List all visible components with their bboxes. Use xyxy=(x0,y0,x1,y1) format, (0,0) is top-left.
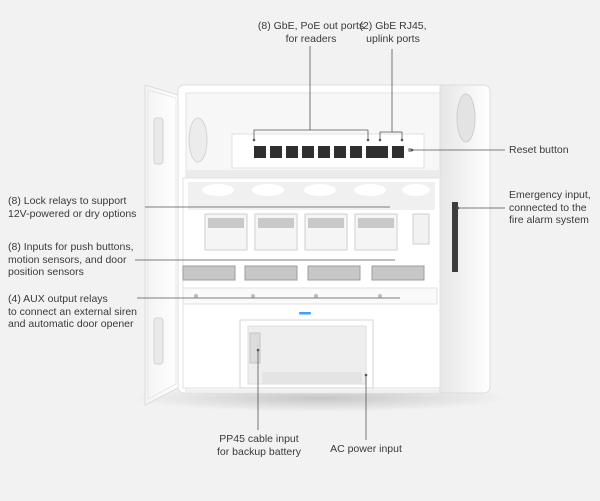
power-compartment xyxy=(239,319,374,389)
callout-reset-button: Reset button xyxy=(509,144,569,156)
enclosure-door xyxy=(144,84,179,406)
callout-poe-ports: (8) GbE, PoE out ports for readers xyxy=(257,20,365,45)
callout-aux-relays: (4) AUX output relays to connect an exte… xyxy=(8,293,137,330)
leader-uplink xyxy=(379,49,393,140)
aux-relays xyxy=(182,287,438,305)
callout-inputs: (8) Inputs for push buttons, motion sens… xyxy=(8,241,134,278)
callout-emergency-input: Emergency input, connected to the fire a… xyxy=(509,189,591,226)
leader-poe xyxy=(253,46,311,140)
callout-uplink-ports: (2) GbE RJ45, uplink ports xyxy=(359,20,427,45)
reset-button xyxy=(408,148,412,152)
input-terminals xyxy=(182,265,425,281)
uplink-ports xyxy=(376,146,404,158)
poe-ports xyxy=(254,146,378,158)
callout-lock-relays: (8) Lock relays to support 12V-powered o… xyxy=(8,195,137,220)
lock-relays xyxy=(204,213,430,251)
status-led xyxy=(299,312,311,315)
callout-ac-power: AC power input xyxy=(330,443,402,455)
callout-pp45-input: PP45 cable input for backup battery xyxy=(216,433,302,458)
